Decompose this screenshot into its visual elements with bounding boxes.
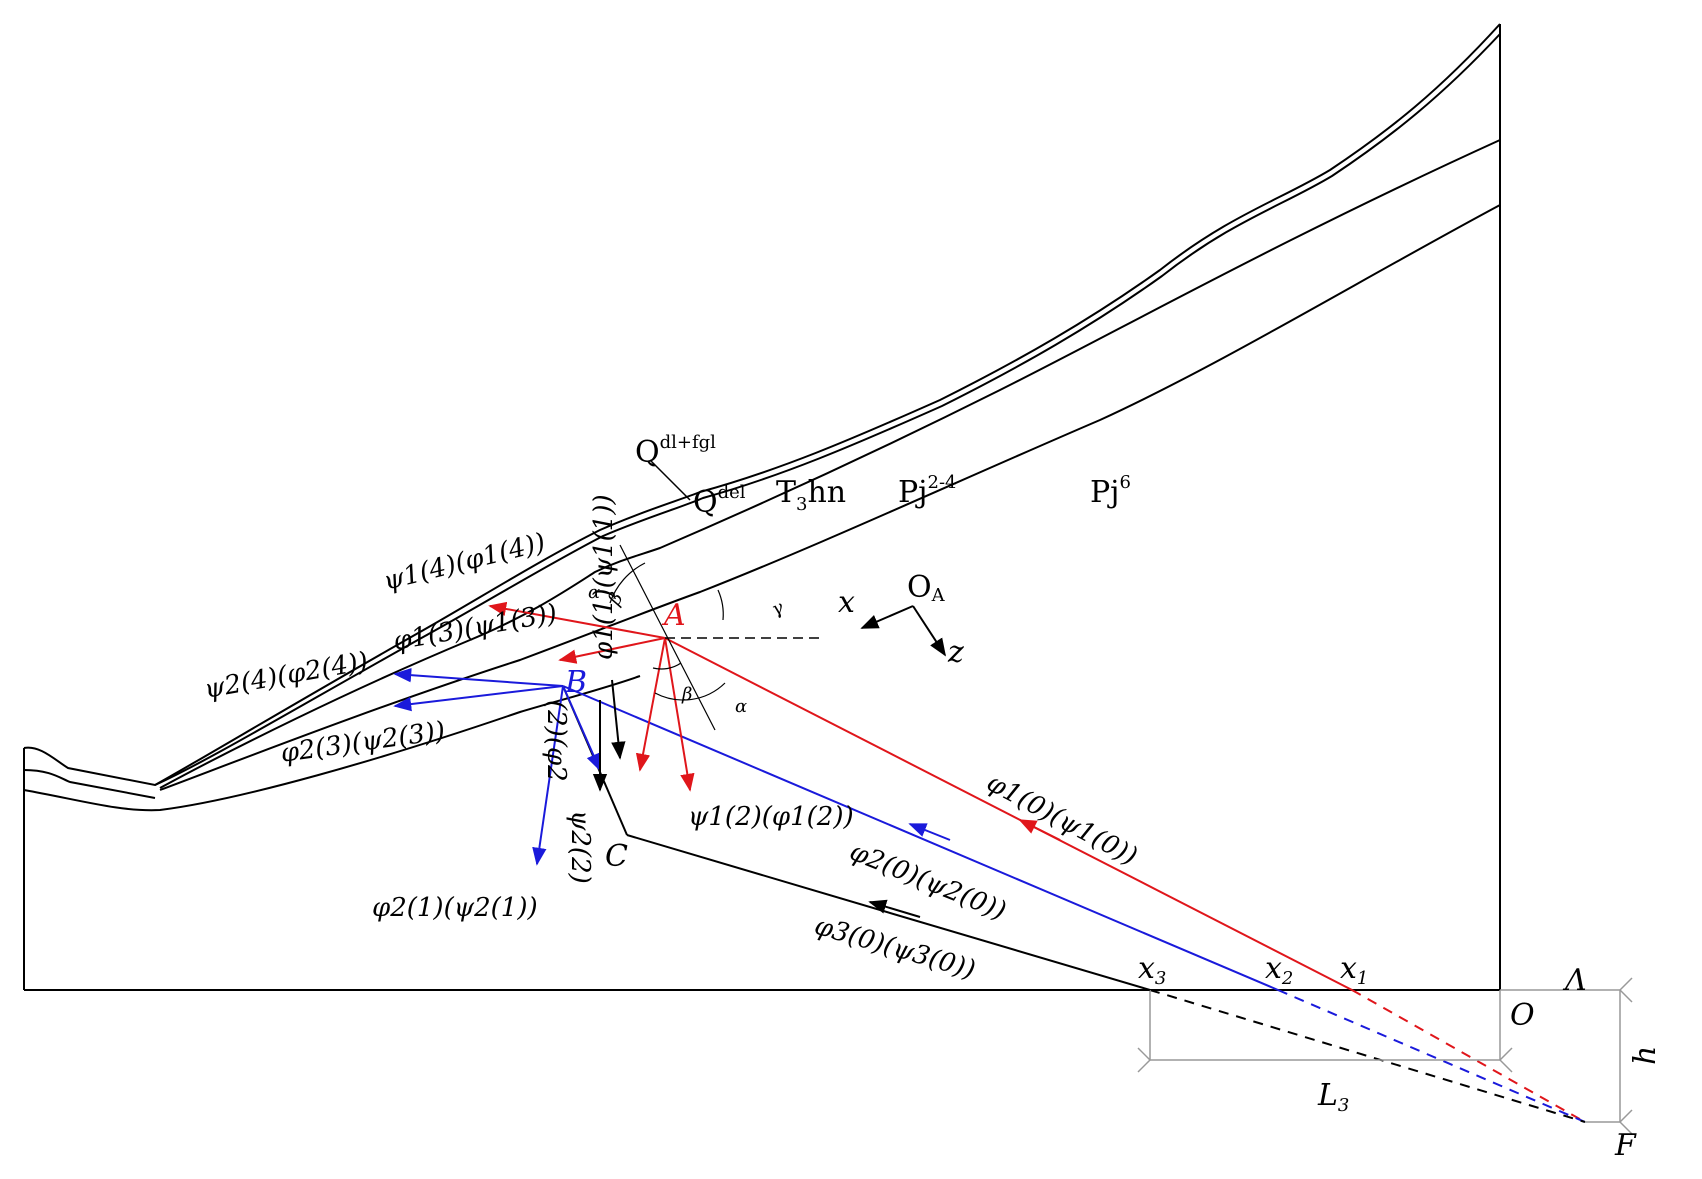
ext-x3: [1149, 989, 1586, 1123]
label-psi1-4: ψ1(4)(φ1(4)): [380, 528, 548, 597]
contact-t3hn: [159, 204, 1501, 791]
layer-contacts: [23, 139, 1501, 812]
contact-qdel: [159, 139, 1501, 789]
dim-h: h: [1628, 1046, 1663, 1065]
point-O: O: [1510, 998, 1535, 1033]
point-B: B: [564, 665, 587, 700]
angle-alpha-bot: α: [735, 696, 747, 717]
label-phi2-3: φ2(3)(ψ2(3)): [279, 716, 447, 769]
ext-x1: [1351, 989, 1586, 1123]
label-t3hn: T3hn: [776, 475, 846, 515]
dim-L3: L3: [1317, 1078, 1349, 1116]
ray-phi3-0: [626, 834, 1151, 991]
dim-lambda: Λ: [1562, 963, 1587, 998]
angle-beta-bot: β: [681, 684, 692, 705]
ray-phi1-0-arrow: [1018, 819, 1061, 841]
angle-alpha-top: α: [588, 582, 600, 603]
model-boundary: [23, 24, 1501, 991]
label-psi2-2: ψ2(2): [565, 810, 595, 884]
dimension-box: [1137, 977, 1633, 1135]
contact-lower: [23, 675, 641, 812]
label-phi1-0: φ1(0)(ψ1(0)): [982, 768, 1142, 872]
layer-labels: Qdl+fgl Qdel T3hn Pj2-4 Pj6: [635, 432, 1131, 520]
label-phi2-1: φ2(1)(ψ2(1)): [372, 893, 538, 923]
label-pj6: Pj6: [1090, 472, 1131, 510]
axis-x: x: [838, 585, 855, 620]
point-x2: x2: [1265, 951, 1293, 989]
label-q-del: Qdel: [693, 482, 746, 520]
point-C: C: [605, 839, 628, 874]
rays-from-B: [393, 667, 601, 866]
ray-phi1-0: [664, 637, 1353, 991]
local-axes: [609, 459, 946, 731]
point-labels: A B C O F OA x1 x2 x3 x z L3 h Λ: [564, 570, 1663, 1163]
ray-phi3-0-arrow: [868, 899, 921, 918]
angle-gamma: γ: [768, 597, 787, 621]
label-phi3-0: φ3(0)(ψ3(0)): [811, 911, 978, 985]
ray-extensions: [1149, 989, 1586, 1123]
ray-labels: ψ1(4)(φ1(4)) φ1(3)(ψ1(3)) ψ2(4)(φ2(4)) φ…: [202, 494, 1142, 985]
label-psi1-2: ψ1(2)(φ1(2)): [688, 802, 854, 832]
label-phi1-1: φ1(1)(ψ1(1)): [589, 494, 619, 660]
axis-z: z: [947, 635, 964, 670]
label-phi2-0: φ2(0)(ψ2(0)): [845, 837, 1010, 927]
ground-surface: [23, 23, 1501, 799]
label-pj24: Pj2-4: [898, 472, 957, 510]
black-arrows: [592, 679, 626, 792]
ext-x2: [1277, 989, 1586, 1123]
point-x3: x3: [1138, 951, 1166, 989]
point-A: A: [661, 598, 686, 633]
label-q-dl-fgl: Qdl+fgl: [635, 432, 716, 470]
point-OA: OA: [907, 570, 946, 606]
rays-from-A: [488, 601, 695, 792]
ray-phi2-0-arrow: [908, 823, 951, 841]
point-x1: x1: [1340, 951, 1368, 989]
label-phi2-2: (2)(φ2: [541, 700, 571, 782]
point-F: F: [1614, 1128, 1637, 1163]
